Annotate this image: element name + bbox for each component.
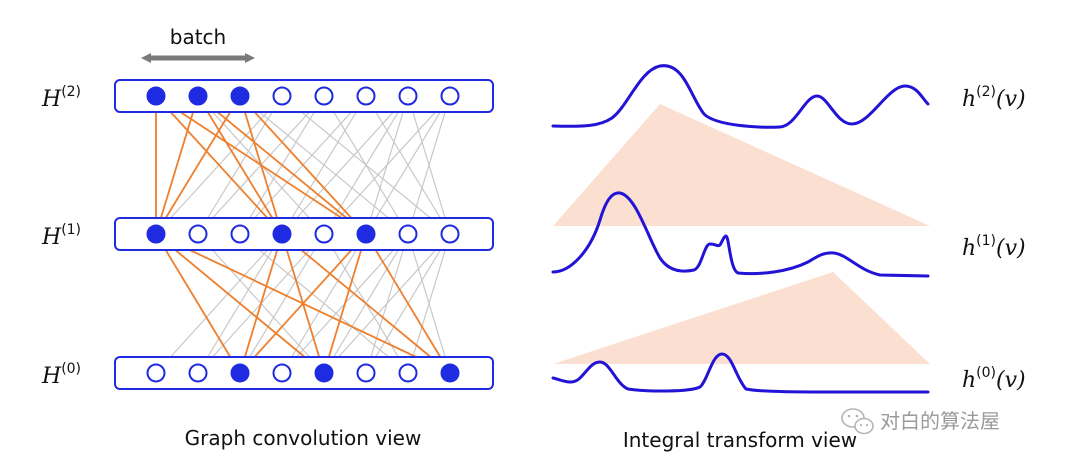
sampled-node: [230, 363, 250, 383]
graph-node: [398, 86, 418, 106]
function-superscript: (2): [976, 84, 996, 100]
graph-node: [398, 363, 418, 383]
graph-node: [146, 363, 166, 383]
graph-edge-sampled: [197, 95, 367, 235]
sampled-node: [440, 363, 460, 383]
graph-edges-sampled: [155, 95, 451, 374]
layer-symbol: H: [41, 87, 62, 112]
graph-edge-gray: [407, 233, 451, 374]
function-curve-h0: [551, 352, 930, 394]
graph-node: [356, 363, 376, 383]
graph-node: [230, 224, 250, 244]
caption-graph-convolution: Graph convolution view: [185, 426, 422, 450]
graph-edge-gray: [239, 233, 325, 374]
function-label-h0: h(0)(v): [962, 365, 1026, 393]
function-symbol: h: [962, 368, 976, 393]
graph-edge-sampled: [155, 233, 241, 374]
watermark-text: 对白的算法屋: [880, 409, 1000, 433]
graph-node: [440, 224, 460, 244]
layer-box: [114, 79, 494, 113]
graph-edge-gray: [155, 233, 283, 374]
sampled-node: [314, 363, 334, 383]
function-curve-h2: [551, 64, 930, 129]
layer-label-h1: H(1): [41, 222, 81, 250]
integral-wedge-upper: [553, 104, 930, 226]
graph-edge-sampled: [239, 95, 283, 235]
function-label-h1: h(1)(v): [962, 233, 1026, 261]
wechat-icon: [841, 408, 874, 435]
function-superscript: (0): [976, 365, 996, 381]
layer-label-h0: H(0): [41, 361, 81, 389]
layer-h1: [114, 217, 494, 251]
graph-edge-sampled: [323, 233, 367, 374]
integral-wedge-lower: [553, 272, 930, 364]
svg-text:h(1)(v): h(1)(v): [962, 233, 1026, 261]
svg-text:h(2)(v): h(2)(v): [962, 84, 1026, 112]
function-argument: (v): [996, 87, 1026, 112]
graph-edge-sampled: [365, 233, 451, 374]
batch-indicator: batch: [141, 25, 255, 63]
graph-node: [272, 363, 292, 383]
layer-h2: [114, 79, 494, 113]
graph-edge-sampled: [155, 95, 241, 235]
svg-text:H(0): H(0): [41, 361, 81, 389]
svg-text:h(0)(v): h(0)(v): [962, 365, 1026, 393]
graph-edge-gray: [239, 95, 409, 235]
function-symbol: h: [962, 236, 976, 261]
graph-edge-sampled: [239, 233, 283, 374]
function-argument: (v): [996, 236, 1026, 261]
layer-symbol: H: [41, 364, 62, 389]
layer-superscript: (2): [61, 84, 81, 100]
graph-edge-sampled: [239, 233, 367, 374]
graph-node: [314, 86, 334, 106]
caption-integral-transform: Integral transform view: [623, 428, 857, 452]
sampled-node: [356, 224, 376, 244]
sampled-node: [272, 224, 292, 244]
function-curve-h1: [551, 191, 930, 278]
sampled-node: [188, 86, 208, 106]
graph-edge-sampled: [155, 95, 199, 235]
layer-symbol: H: [41, 225, 62, 250]
graph-edge-sampled: [197, 95, 283, 235]
function-superscript: (1): [976, 233, 996, 249]
svg-text:H(1): H(1): [41, 222, 81, 250]
graph-edge-sampled: [155, 233, 325, 374]
graph-edge-sampled: [155, 95, 283, 235]
graph-node: [272, 86, 292, 106]
layer-superscript: (1): [61, 222, 81, 238]
graph-edge-sampled: [239, 95, 367, 235]
layer-superscript: (0): [61, 361, 81, 377]
graph-node: [398, 224, 418, 244]
svg-text:H(2): H(2): [41, 84, 81, 112]
graph-edge-gray: [365, 95, 451, 235]
graph-edge-gray: [281, 95, 409, 235]
watermark: 对白的算法屋: [841, 408, 1000, 435]
layer-h0: [114, 356, 494, 390]
batch-label: batch: [170, 25, 226, 49]
graph-edge-gray: [407, 95, 451, 235]
function-symbol: h: [962, 87, 976, 112]
sampled-node: [230, 86, 250, 106]
graph-edge-gray: [365, 233, 409, 374]
graph-node: [188, 363, 208, 383]
graph-node: [188, 224, 208, 244]
graph-edge-gray: [281, 95, 451, 235]
graph-layers: [114, 79, 494, 390]
graph-edge-sampled: [281, 233, 451, 374]
graph-node: [356, 86, 376, 106]
graph-node: [314, 224, 334, 244]
graph-edge-gray: [239, 233, 409, 374]
graph-edges-gray: [155, 95, 451, 374]
function-label-h2: h(2)(v): [962, 84, 1026, 112]
graph-node: [440, 86, 460, 106]
layer-box: [114, 217, 494, 251]
graph-edge-gray: [365, 95, 409, 235]
sampled-node: [146, 86, 166, 106]
function-argument: (v): [996, 368, 1026, 393]
sampled-node: [146, 224, 166, 244]
layer-box: [114, 356, 494, 390]
layer-label-h2: H(2): [41, 84, 81, 112]
